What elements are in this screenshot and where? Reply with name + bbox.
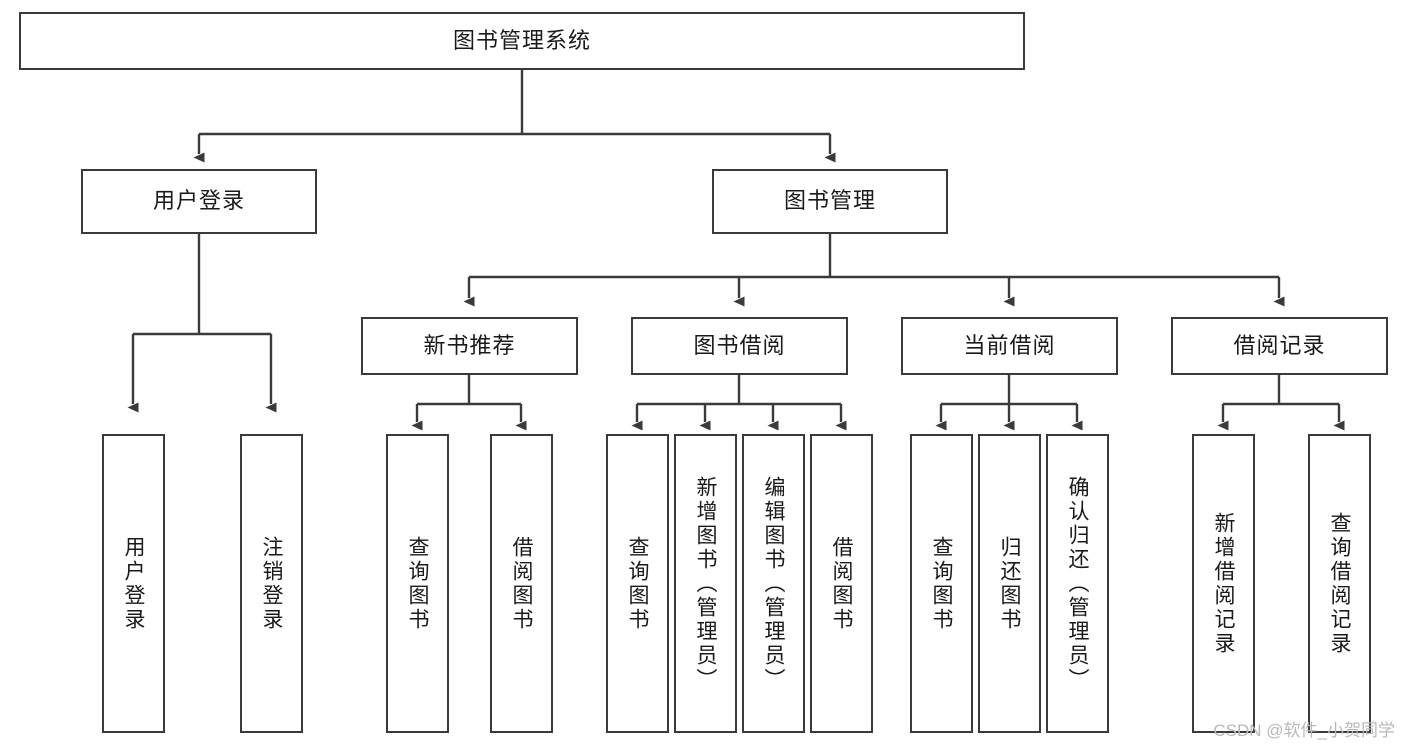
node-label: 新书推荐 (423, 332, 516, 358)
node-borrow-records[interactable]: 借阅记录 (1171, 317, 1388, 375)
node-label: 确认归还（管理员） (1066, 475, 1089, 692)
node-label: 图书管理 (783, 188, 876, 214)
node-label: 借阅图书 (510, 535, 533, 632)
node-label: 查询借阅记录 (1328, 511, 1351, 656)
node-label: 新增借阅记录 (1212, 511, 1235, 656)
node-label: 当前借阅 (963, 332, 1056, 358)
node-label: 新增图书（管理员） (694, 475, 717, 692)
node-label: 图书借阅 (693, 332, 786, 358)
leaf-add-borrow-record[interactable]: 新增借阅记录 (1192, 434, 1255, 733)
node-book-borrow[interactable]: 图书借阅 (631, 317, 848, 375)
node-label: 查询图书 (406, 535, 429, 632)
leaf-logout-login[interactable]: 注销登录 (240, 434, 303, 733)
node-label: 借阅记录 (1233, 332, 1326, 358)
node-root-book-management-system[interactable]: 图书管理系统 (19, 12, 1025, 70)
leaf-user-login[interactable]: 用户登录 (102, 434, 165, 733)
node-label: 注销登录 (260, 535, 283, 632)
node-label: 编辑图书（管理员） (762, 475, 785, 692)
leaf-edit-book-admin[interactable]: 编辑图书（管理员） (742, 434, 805, 733)
leaf-query-book-current[interactable]: 查询图书 (910, 434, 973, 733)
leaf-query-borrow-record[interactable]: 查询借阅记录 (1308, 434, 1371, 733)
node-label: 图书管理系统 (452, 27, 591, 53)
leaf-borrow-book-recommend[interactable]: 借阅图书 (490, 434, 553, 733)
csdn-watermark: CSDN @软件_小贺同学 (1213, 721, 1395, 740)
node-label: 查询图书 (930, 535, 953, 632)
node-current-borrow[interactable]: 当前借阅 (901, 317, 1118, 375)
node-new-book-recommend[interactable]: 新书推荐 (361, 317, 578, 375)
node-label: 归还图书 (998, 535, 1021, 632)
node-label: 用户登录 (122, 535, 145, 632)
node-label: 用户登录 (152, 188, 245, 214)
leaf-borrow-book[interactable]: 借阅图书 (810, 434, 873, 733)
leaf-return-book[interactable]: 归还图书 (978, 434, 1041, 733)
leaf-query-book-borrow[interactable]: 查询图书 (606, 434, 669, 733)
node-book-management[interactable]: 图书管理 (712, 169, 948, 234)
leaf-query-book-recommend[interactable]: 查询图书 (386, 434, 449, 733)
leaf-add-book-admin[interactable]: 新增图书（管理员） (674, 434, 737, 733)
node-label: 借阅图书 (830, 535, 853, 632)
node-user-login[interactable]: 用户登录 (81, 169, 317, 234)
node-label: 查询图书 (626, 535, 649, 632)
leaf-confirm-return-admin[interactable]: 确认归还（管理员） (1046, 434, 1109, 733)
